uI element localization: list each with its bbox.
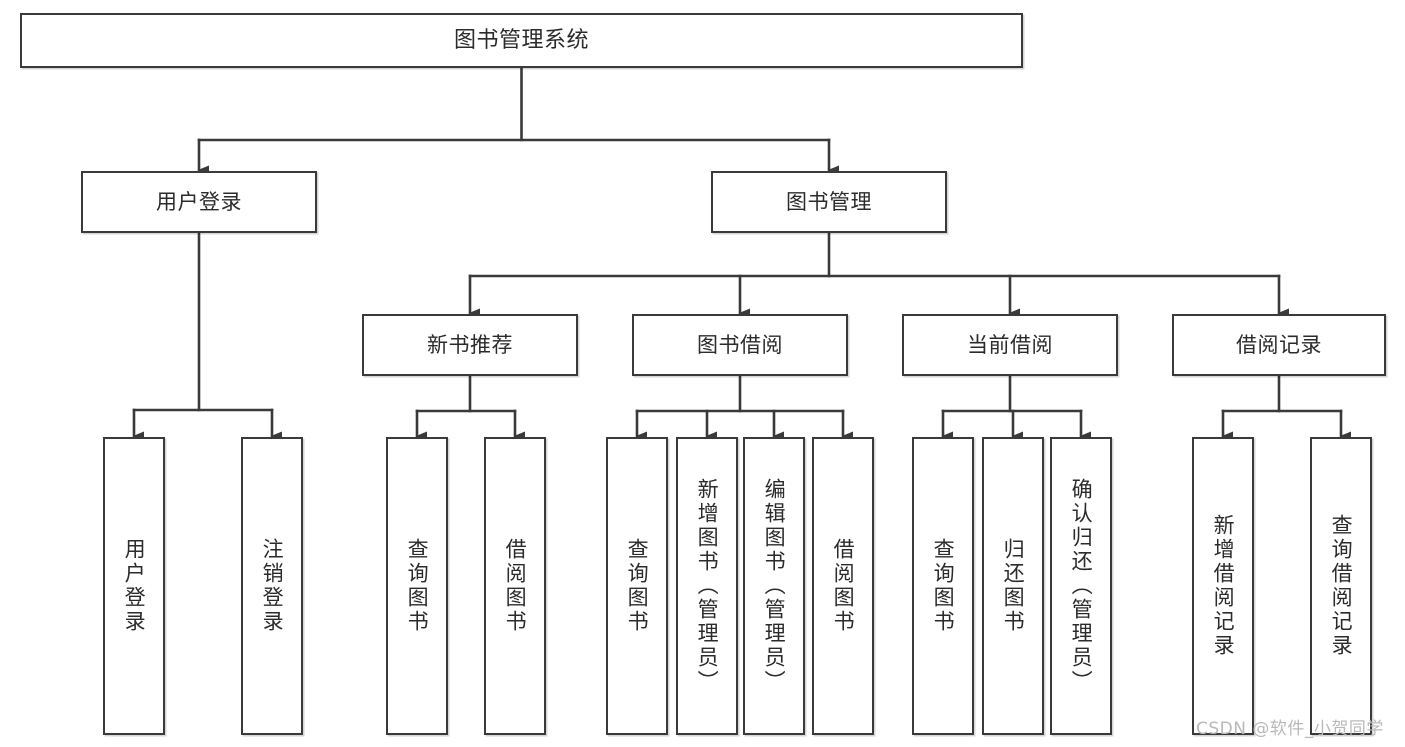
node-leaf-edit-book-admin[interactable]: 编辑图书（管理员） xyxy=(743,437,805,735)
node-label: 借阅图书 xyxy=(503,538,528,634)
node-label: 注销登录 xyxy=(260,538,285,634)
edges-group xyxy=(132,66,1351,441)
node-leaf-borrow-book[interactable]: 借阅图书 xyxy=(812,437,874,735)
node-label: 新增借阅记录 xyxy=(1211,514,1236,658)
node-label: 确认归还（管理员） xyxy=(1069,478,1094,694)
node-leaf-query-book-rec[interactable]: 查询图书 xyxy=(386,437,448,735)
node-label: 当前借阅 xyxy=(967,332,1053,357)
node-leaf-confirm-return-admin[interactable]: 确认归还（管理员） xyxy=(1050,437,1112,735)
node-book-management[interactable]: 图书管理 xyxy=(711,171,947,233)
node-leaf-add-book-admin[interactable]: 新增图书（管理员） xyxy=(676,437,738,735)
node-label: 借阅图书 xyxy=(831,538,856,634)
node-user-login[interactable]: 用户登录 xyxy=(81,171,317,233)
node-leaf-query-book-current[interactable]: 查询图书 xyxy=(912,437,974,735)
node-label: 图书管理 xyxy=(786,189,872,214)
node-label: 查询图书 xyxy=(931,538,956,634)
node-leaf-return-book[interactable]: 归还图书 xyxy=(982,437,1044,735)
node-label: 编辑图书（管理员） xyxy=(762,478,787,694)
node-label: 用户登录 xyxy=(122,538,147,634)
node-label: 图书借阅 xyxy=(697,332,783,357)
node-label: 借阅记录 xyxy=(1236,332,1322,357)
node-borrow-record[interactable]: 借阅记录 xyxy=(1172,314,1386,376)
node-leaf-user-login[interactable]: 用户登录 xyxy=(103,437,165,735)
node-leaf-logout[interactable]: 注销登录 xyxy=(241,437,303,735)
node-label: 归还图书 xyxy=(1001,538,1026,634)
node-label: 新增图书（管理员） xyxy=(695,478,720,694)
node-label: 查询图书 xyxy=(625,538,650,634)
node-leaf-borrow-book-rec[interactable]: 借阅图书 xyxy=(484,437,546,735)
node-root-system[interactable]: 图书管理系统 xyxy=(20,13,1023,68)
node-new-book-recommend[interactable]: 新书推荐 xyxy=(362,314,578,376)
node-label: 图书管理系统 xyxy=(453,27,589,53)
node-leaf-query-borrow-record[interactable]: 查询借阅记录 xyxy=(1310,437,1372,735)
node-label: 用户登录 xyxy=(156,189,242,214)
node-label: 查询借阅记录 xyxy=(1329,514,1354,658)
node-leaf-query-book-borrow[interactable]: 查询图书 xyxy=(606,437,668,735)
node-label: 查询图书 xyxy=(405,538,430,634)
node-label: 新书推荐 xyxy=(427,332,513,357)
node-current-borrow[interactable]: 当前借阅 xyxy=(902,314,1118,376)
node-book-borrow[interactable]: 图书借阅 xyxy=(632,314,848,376)
node-leaf-add-borrow-record[interactable]: 新增借阅记录 xyxy=(1192,437,1254,735)
